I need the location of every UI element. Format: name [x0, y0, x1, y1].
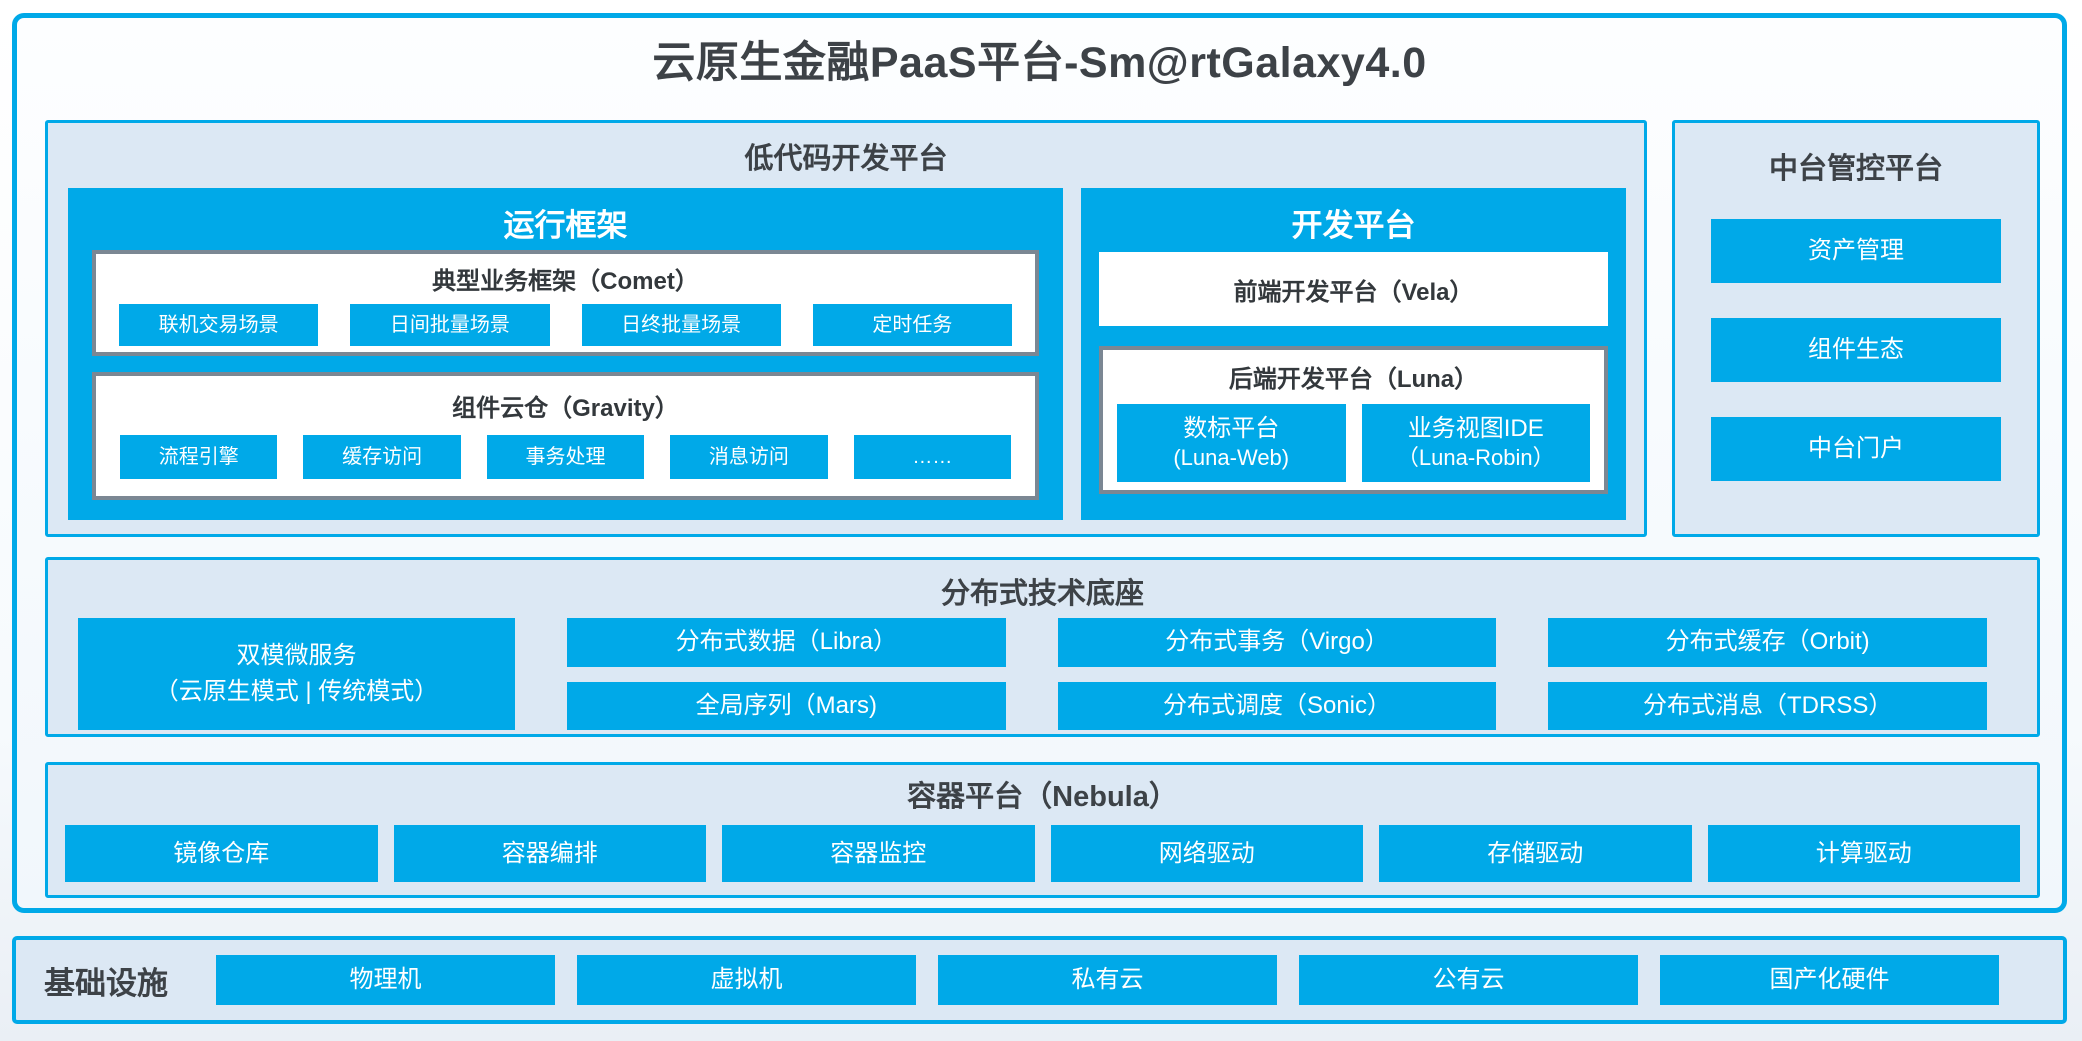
- mid-platform-item: 组件生态: [1711, 318, 2001, 382]
- low-code-platform-title: 低代码开发平台: [744, 143, 948, 175]
- infrastructure-item: 私有云: [938, 955, 1277, 1005]
- luna-web-line1: 数标平台: [1183, 415, 1280, 443]
- distributed-column: 分布式数据（Libra） 全局序列（Mars): [567, 618, 1006, 730]
- dual-mode-line1: 双模微服务: [236, 642, 357, 669]
- infrastructure-title: 基础设施: [44, 965, 168, 1001]
- panel-container-platform: 容器平台（Nebula） 镜像仓库 容器编排 容器监控 网络驱动 存储驱动 计算…: [45, 762, 2040, 898]
- dual-mode-line2: （云原生模式 | 传统模式）: [154, 678, 439, 705]
- distributed-column: 分布式缓存（Orbit) 分布式消息（TDRSS）: [1548, 618, 1988, 730]
- luna-items: 数标平台 (Luna-Web) 业务视图IDE （Luna-Robin）: [1103, 394, 1604, 482]
- infrastructure-item: 公有云: [1299, 955, 1638, 1005]
- vela-title: 前端开发平台（Vela）: [1233, 278, 1474, 306]
- distributed-item: 分布式缓存（Orbit): [1548, 618, 1988, 667]
- gravity-item: 缓存访问: [303, 435, 461, 479]
- distributed-item: 分布式数据（Libra）: [567, 618, 1006, 667]
- container-item: 计算驱动: [1707, 825, 2020, 882]
- infrastructure-items: 物理机 虚拟机 私有云 公有云 国产化硬件: [216, 955, 1999, 1005]
- luna-item-robin: 业务视图IDE （Luna-Robin）: [1361, 404, 1590, 482]
- distributed-item: 分布式调度（Sonic）: [1057, 681, 1497, 730]
- distributed-item: 分布式消息（TDRSS）: [1548, 681, 1988, 730]
- gravity-title: 组件云仓（Gravity）: [452, 395, 679, 422]
- infrastructure-item: 虚拟机: [577, 955, 916, 1005]
- container-platform-title: 容器平台（Nebula）: [907, 781, 1178, 813]
- distributed-base-title: 分布式技术底座: [940, 578, 1144, 610]
- container-item: 存储驱动: [1379, 825, 1692, 882]
- mid-platform-item: 资产管理: [1711, 219, 2001, 283]
- panel-runtime-framework: 运行框架 典型业务框架（Comet） 联机交易场景 日间批量场景 日终批量场景 …: [68, 188, 1063, 520]
- gravity-item: 消息访问: [670, 435, 828, 479]
- comet-item: 定时任务: [812, 304, 1012, 346]
- distributed-column: 分布式事务（Virgo） 分布式调度（Sonic）: [1057, 618, 1497, 730]
- panel-mid-platform: 中台管控平台 资产管理 组件生态 中台门户: [1672, 120, 2040, 537]
- luna-robin-line2: （Luna-Robin）: [1396, 445, 1555, 471]
- panel-low-code-platform: 低代码开发平台 运行框架 典型业务框架（Comet） 联机交易场景 日间批量场景…: [45, 120, 1647, 537]
- infrastructure-item: 物理机: [216, 955, 555, 1005]
- container-item: 容器编排: [393, 825, 706, 882]
- comet-item: 日终批量场景: [581, 304, 781, 346]
- comet-item: 日间批量场景: [350, 304, 550, 346]
- box-luna: 后端开发平台（Luna） 数标平台 (Luna-Web) 业务视图IDE （Lu…: [1099, 346, 1608, 494]
- comet-items: 联机交易场景 日间批量场景 日终批量场景 定时任务: [96, 296, 1035, 346]
- mid-platform-item: 中台门户: [1711, 417, 2001, 481]
- dual-mode-microservice-box: 双模微服务 （云原生模式 | 传统模式）: [78, 618, 515, 730]
- gravity-items: 流程引擎 缓存访问 事务处理 消息访问 ……: [96, 423, 1035, 479]
- box-gravity: 组件云仓（Gravity） 流程引擎 缓存访问 事务处理 消息访问 ……: [92, 372, 1039, 500]
- dev-platform-title: 开发平台: [1291, 208, 1416, 243]
- panel-infrastructure: 基础设施 物理机 虚拟机 私有云 公有云 国产化硬件: [12, 936, 2067, 1024]
- mid-platform-title: 中台管控平台: [1768, 153, 1943, 185]
- box-comet: 典型业务框架（Comet） 联机交易场景 日间批量场景 日终批量场景 定时任务: [92, 250, 1039, 356]
- runtime-framework-title: 运行框架: [503, 208, 628, 243]
- distributed-content: 双模微服务 （云原生模式 | 传统模式） 分布式数据（Libra） 全局序列（M…: [78, 618, 1988, 730]
- comet-title: 典型业务框架（Comet）: [432, 268, 699, 295]
- distributed-item: 全局序列（Mars): [567, 681, 1006, 730]
- gravity-item: 事务处理: [486, 435, 645, 479]
- panel-distributed-base: 分布式技术底座 双模微服务 （云原生模式 | 传统模式） 分布式数据（Libra…: [45, 557, 2040, 737]
- luna-title: 后端开发平台（Luna）: [1228, 366, 1479, 393]
- infrastructure-item: 国产化硬件: [1660, 955, 1999, 1005]
- comet-item: 联机交易场景: [119, 304, 319, 346]
- distributed-item: 分布式事务（Virgo）: [1057, 618, 1497, 667]
- gravity-item: ……: [853, 435, 1012, 479]
- mid-platform-items: 资产管理 组件生态 中台门户: [1675, 187, 2037, 481]
- page-title: 云原生金融PaaS平台-Sm@rtGalaxy4.0: [652, 39, 1427, 87]
- panel-dev-platform: 开发平台 前端开发平台（Vela） 后端开发平台（Luna） 数标平台 (Lun…: [1081, 188, 1626, 520]
- gravity-item: 流程引擎: [120, 435, 278, 479]
- luna-web-line2: (Luna-Web): [1173, 445, 1290, 471]
- container-item: 网络驱动: [1050, 825, 1363, 882]
- box-vela: 前端开发平台（Vela）: [1099, 252, 1608, 326]
- luna-robin-line1: 业务视图IDE: [1407, 415, 1544, 443]
- container-item: 容器监控: [722, 825, 1035, 882]
- container-platform-items: 镜像仓库 容器编排 容器监控 网络驱动 存储驱动 计算驱动: [48, 815, 2037, 882]
- container-item: 镜像仓库: [65, 825, 378, 882]
- luna-item-web: 数标平台 (Luna-Web): [1117, 404, 1346, 482]
